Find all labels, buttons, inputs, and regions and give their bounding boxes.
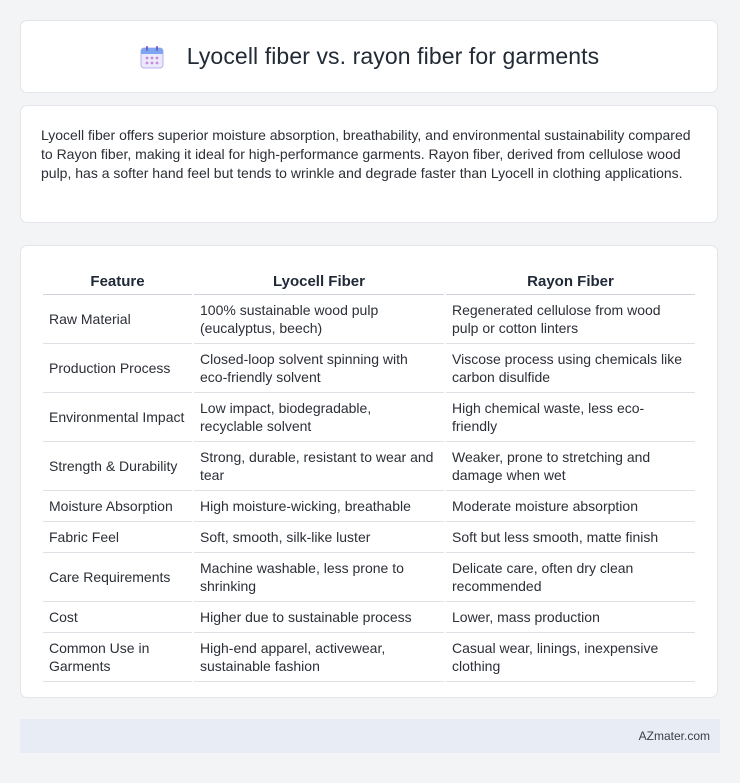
lyocell-cell: Machine washable, less prone to shrinkin… <box>194 553 444 602</box>
rayon-cell: High chemical waste, less eco-friendly <box>446 393 695 442</box>
lyocell-cell: Soft, smooth, silk-like luster <box>194 522 444 553</box>
comparison-table-card: Feature Lyocell Fiber Rayon Fiber Raw Ma… <box>20 245 718 698</box>
rayon-cell: Delicate care, often dry clean recommend… <box>446 553 695 602</box>
table-row: Production Process Closed-loop solvent s… <box>43 344 695 393</box>
feature-cell: Strength & Durability <box>43 442 192 491</box>
rayon-cell: Regenerated cellulose from wood pulp or … <box>446 295 695 344</box>
page-title: Lyocell fiber vs. rayon fiber for garmen… <box>186 43 600 69</box>
feature-cell: Fabric Feel <box>43 522 192 553</box>
table-row: Common Use in Garments High-end apparel,… <box>43 633 695 682</box>
footer-site-label: AZmater.com <box>638 729 710 743</box>
rayon-cell: Moderate moisture absorption <box>446 491 695 522</box>
lyocell-cell: Strong, durable, resistant to wear and t… <box>194 442 444 491</box>
feature-cell: Cost <box>43 602 192 633</box>
rayon-cell: Lower, mass production <box>446 602 695 633</box>
table-row: Fabric Feel Soft, smooth, silk-like lust… <box>43 522 695 553</box>
rayon-cell: Weaker, prone to stretching and damage w… <box>446 442 695 491</box>
table-header-row: Feature Lyocell Fiber Rayon Fiber <box>43 264 695 295</box>
summary-card: Lyocell fiber offers superior moisture a… <box>20 105 718 223</box>
lyocell-cell: Closed-loop solvent spinning with eco-fr… <box>194 344 444 393</box>
lyocell-cell: Higher due to sustainable process <box>194 602 444 633</box>
column-header-rayon: Rayon Fiber <box>446 264 695 295</box>
comparison-table: Feature Lyocell Fiber Rayon Fiber Raw Ma… <box>41 264 697 682</box>
feature-cell: Moisture Absorption <box>43 491 192 522</box>
summary-paragraph: Lyocell fiber offers superior moisture a… <box>41 127 691 182</box>
lyocell-cell: High moisture-wicking, breathable <box>194 491 444 522</box>
column-header-lyocell: Lyocell Fiber <box>194 264 444 295</box>
feature-cell: Raw Material <box>43 295 192 344</box>
table-row: Moisture Absorption High moisture-wickin… <box>43 491 695 522</box>
table-row: Raw Material 100% sustainable wood pulp … <box>43 295 695 344</box>
lyocell-cell: 100% sustainable wood pulp (eucalyptus, … <box>194 295 444 344</box>
rayon-cell: Casual wear, linings, inexpensive clothi… <box>446 633 695 682</box>
table-row: Strength & Durability Strong, durable, r… <box>43 442 695 491</box>
table-row: Cost Higher due to sustainable process L… <box>43 602 695 633</box>
rayon-cell: Soft but less smooth, matte finish <box>446 522 695 553</box>
feature-cell: Environmental Impact <box>43 393 192 442</box>
feature-cell: Care Requirements <box>43 553 192 602</box>
table-row: Care Requirements Machine washable, less… <box>43 553 695 602</box>
title-card: Lyocell fiber vs. rayon fiber for garmen… <box>20 20 718 93</box>
column-header-feature: Feature <box>43 264 192 295</box>
footer: AZmater.com <box>20 719 720 753</box>
table-row: Environmental Impact Low impact, biodegr… <box>43 393 695 442</box>
lyocell-cell: Low impact, biodegradable, recyclable so… <box>194 393 444 442</box>
lyocell-cell: High-end apparel, activewear, sustainabl… <box>194 633 444 682</box>
rayon-cell: Viscose process using chemicals like car… <box>446 344 695 393</box>
feature-cell: Production Process <box>43 344 192 393</box>
calendar-icon <box>139 44 165 70</box>
feature-cell: Common Use in Garments <box>43 633 192 682</box>
